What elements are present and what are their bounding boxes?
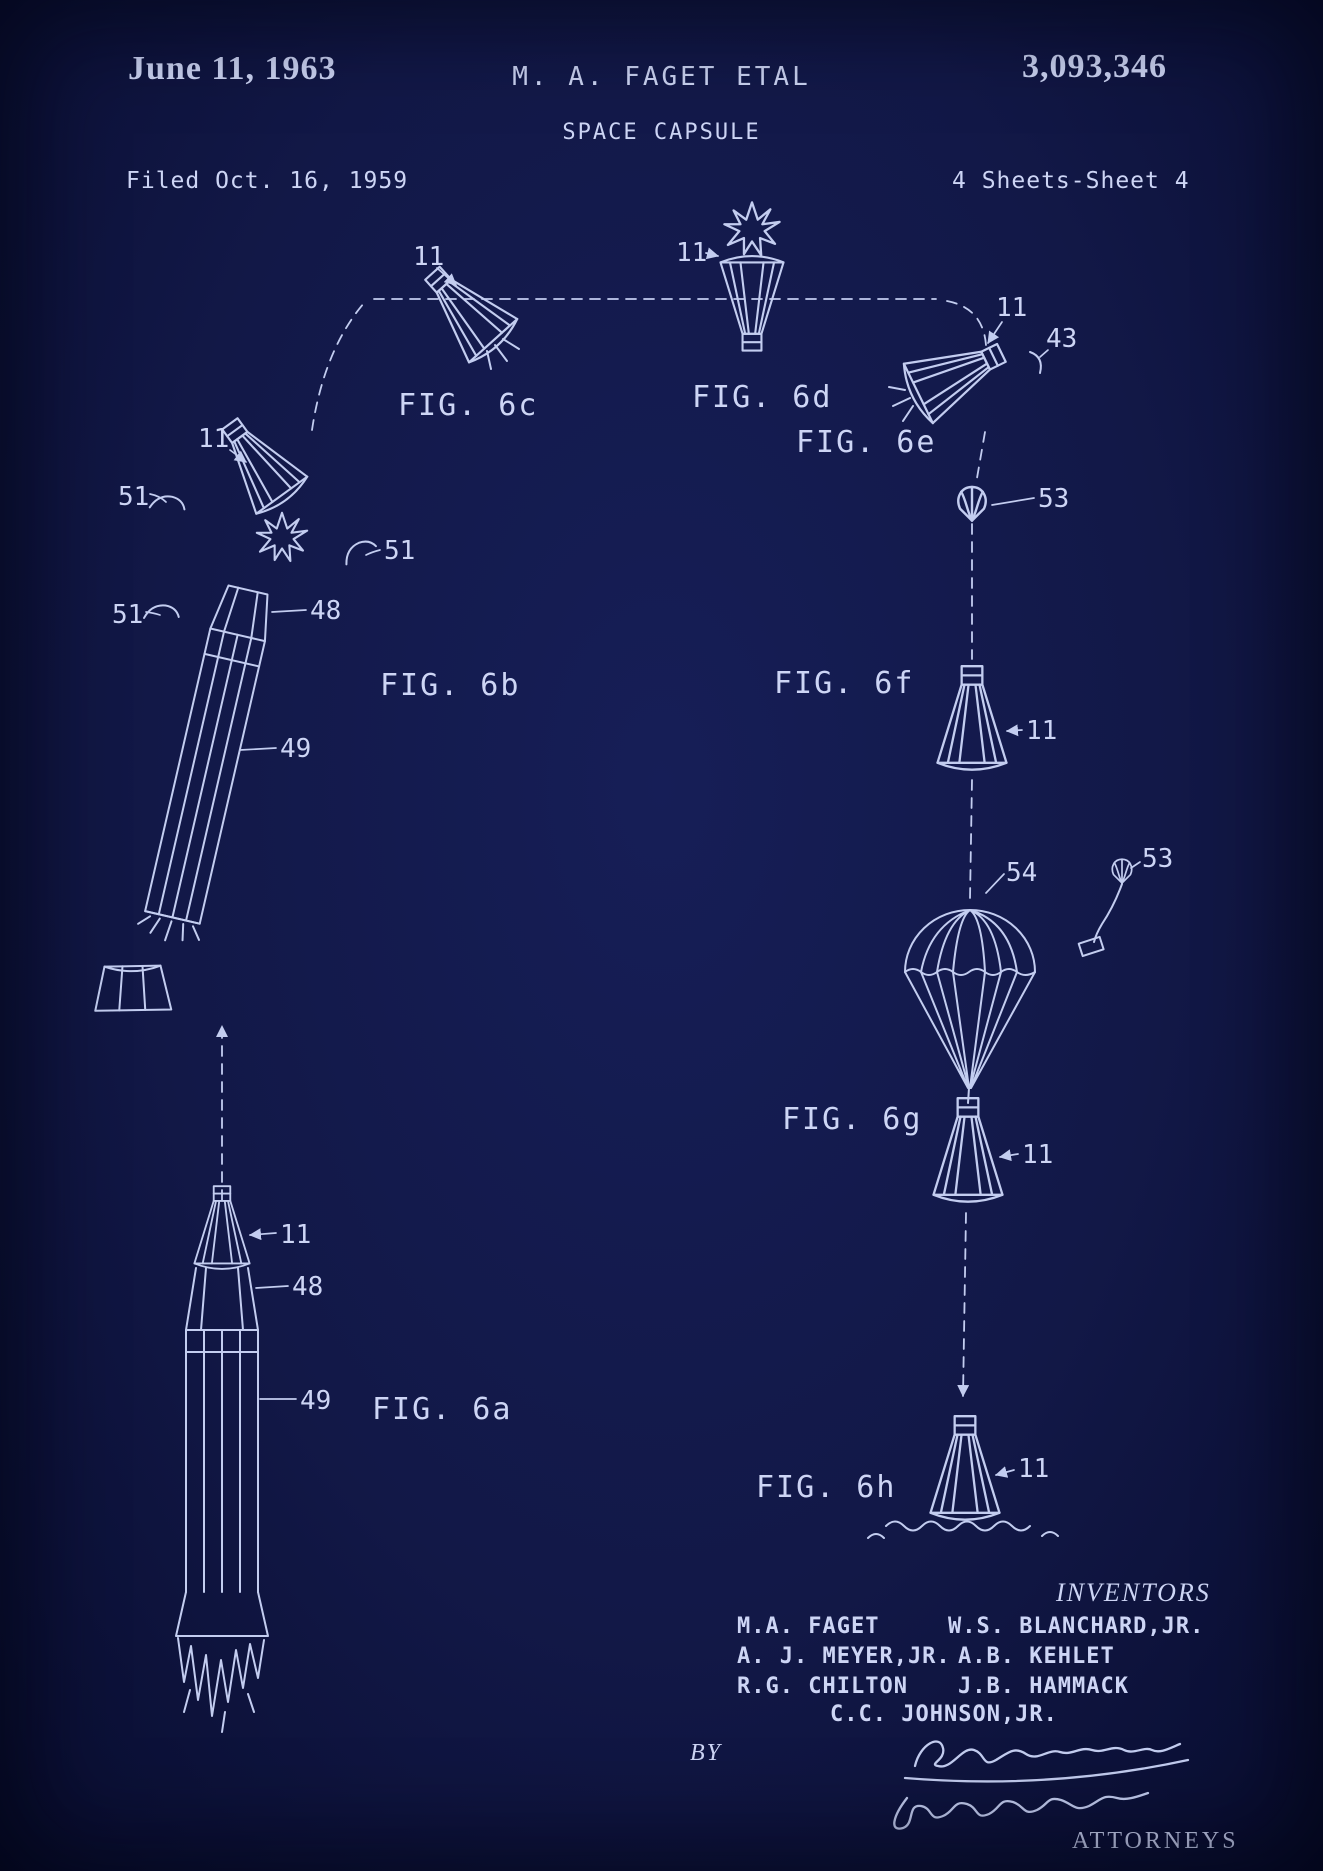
fig-6c-capsule-drawing	[407, 250, 523, 370]
separated-skirt	[94, 964, 173, 1012]
ref-51-fig6b-a: 51	[118, 482, 150, 512]
inventor-name: A.B. KEHLET	[958, 1644, 1115, 1669]
filed-date: Filed Oct. 16, 1959	[126, 168, 409, 194]
ref-11-fig6g: 11	[1022, 1140, 1054, 1170]
fig-6g-label: FIG. 6g	[782, 1102, 923, 1137]
fig-6d-label: FIG. 6d	[692, 380, 833, 415]
signatures	[893, 1740, 1190, 1830]
ref-43-fig6e: 43	[1046, 324, 1078, 354]
inventors-heading: INVENTORS	[1056, 1578, 1211, 1607]
fig-6a-label: FIG. 6a	[372, 1392, 513, 1427]
fig-6c-label: FIG. 6c	[398, 388, 539, 423]
fig-6e-capsule-drawing	[888, 322, 1042, 428]
fig-6d-capsule-drawing	[719, 201, 785, 352]
ref-11-fig6f: 11	[1026, 716, 1058, 746]
ref-48-fig6a: 48	[292, 1272, 324, 1302]
ref-11-fig6c: 11	[413, 242, 445, 272]
ref-51-fig6b-b: 51	[384, 536, 416, 566]
ref-51-fig6b-c: 51	[112, 600, 144, 630]
ref-11-fig6e: 11	[996, 293, 1028, 323]
booster-body	[94, 584, 269, 1012]
ref-53-fig6f: 53	[1038, 484, 1070, 514]
patent-title: SPACE CAPSULE	[562, 120, 761, 145]
trajectory-dashed-path	[216, 298, 987, 1397]
ref-11-fig6d: 11	[676, 238, 708, 268]
inventor-name: C.C. JOHNSON,JR.	[830, 1702, 1058, 1727]
ref-49-fig6b: 49	[280, 734, 312, 764]
fig-6b-separation-drawing	[94, 404, 380, 1012]
by-label: BY	[690, 1740, 723, 1766]
jettisoned-part-43	[1029, 351, 1042, 374]
sheet-info: 4 Sheets-Sheet 4	[952, 168, 1190, 194]
signature-2	[893, 1791, 1150, 1830]
patent-date: June 11, 1963	[128, 50, 337, 87]
inventor-name: A. J. MEYER,JR.	[737, 1644, 951, 1669]
inventor-name: W.S. BLANCHARD,JR.	[948, 1614, 1205, 1639]
ref-54-fig6g: 54	[1006, 858, 1038, 888]
inventor-name: J.B. HAMMACK	[958, 1674, 1129, 1699]
inventor-name: M.A. FAGET	[737, 1614, 880, 1639]
leader-lines	[145, 247, 1141, 1478]
inventor-byline: M. A. FAGET ETAL	[512, 62, 811, 92]
ref-11-fig6a: 11	[280, 1220, 312, 1250]
ref-53-fig6g: 53	[1142, 844, 1174, 874]
fig-6a-rocket-drawing	[175, 1185, 269, 1733]
inventor-name: R.G. CHILTON	[737, 1674, 908, 1699]
ref-11-fig6h: 11	[1018, 1454, 1050, 1484]
attorneys-label: ATTORNEYS	[1072, 1828, 1239, 1854]
water-waves	[885, 1520, 1031, 1532]
spent-drogue-drawing	[1077, 858, 1133, 958]
fig-6h-label: FIG. 6h	[756, 1470, 897, 1505]
fig-6b-label: FIG. 6b	[380, 668, 521, 703]
fig-6g-parachute-drawing	[904, 858, 1133, 1203]
fig-6e-label: FIG. 6e	[796, 425, 937, 460]
fig-6f-label: FIG. 6f	[774, 666, 915, 701]
signature-1	[913, 1740, 1182, 1768]
ref-49-fig6a: 49	[300, 1386, 332, 1416]
ref-48-fig6b: 48	[310, 596, 342, 626]
fig-6h-splashdown-drawing	[867, 1415, 1059, 1539]
ref-11-fig6b: 11	[198, 424, 230, 454]
patent-number: 3,093,346	[1022, 48, 1167, 85]
